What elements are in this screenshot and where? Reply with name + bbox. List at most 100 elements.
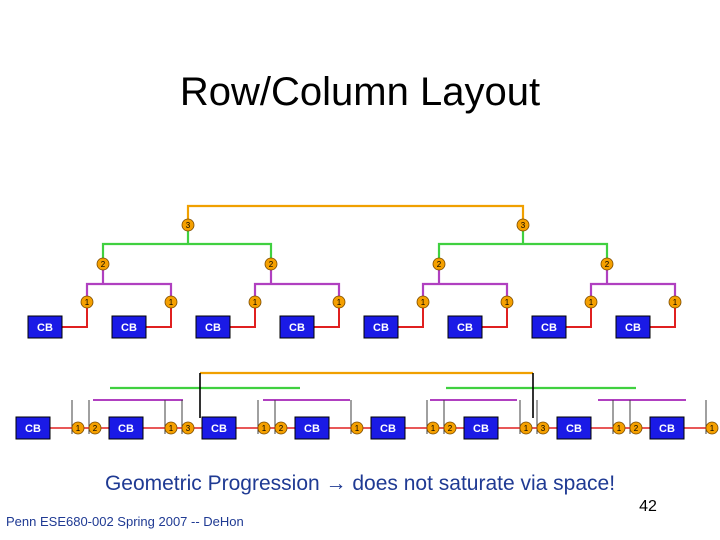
switch-node-circle — [88, 421, 102, 435]
switch-node-circle — [181, 421, 195, 435]
cb-label: CB — [380, 423, 396, 435]
right-arrow-icon: → — [325, 472, 347, 495]
switch-node: 2 — [274, 421, 288, 435]
cb-box — [463, 416, 499, 440]
cb-box — [27, 315, 63, 339]
level1-wire — [253, 282, 341, 296]
switch-node-circle — [332, 295, 346, 309]
switch-node-circle — [71, 421, 85, 435]
leaf-wire — [230, 308, 256, 328]
switch-node-label: 3 — [521, 221, 526, 230]
cb-box — [615, 315, 651, 339]
cb-block: CB — [108, 416, 144, 440]
switch-node-circle — [350, 421, 364, 435]
cb-block: CB — [363, 315, 399, 339]
switch-node: 1 — [416, 295, 430, 309]
switch-node-circle — [164, 421, 178, 435]
switch-node: 2 — [443, 421, 457, 435]
switch-node-circle — [248, 295, 262, 309]
switch-node-label: 1 — [524, 424, 529, 433]
switch-node-label: 1 — [169, 298, 174, 307]
cb-label: CB — [25, 423, 41, 435]
caption-right-text: does not saturate via space! — [352, 472, 616, 495]
cb-label: CB — [211, 423, 227, 435]
switch-node-circle — [274, 421, 288, 435]
switch-node: 3 — [181, 421, 195, 435]
switch-node-label: 1 — [589, 298, 594, 307]
switch-node-label: 1 — [617, 424, 622, 433]
switch-node-label: 3 — [186, 221, 191, 230]
cb-label: CB — [659, 423, 675, 435]
switch-node-label: 1 — [710, 424, 715, 433]
leaf-wire — [482, 308, 508, 328]
switch-node-circle — [164, 295, 178, 309]
cb-block: CB — [463, 416, 499, 440]
cb-box — [195, 315, 231, 339]
caption: Geometric Progression → does not saturat… — [0, 472, 720, 496]
switch-node-circle — [426, 421, 440, 435]
switch-node: 1 — [705, 421, 719, 435]
switch-node-circle — [629, 421, 643, 435]
switch-node-label: 1 — [355, 424, 360, 433]
switch-node-label: 3 — [541, 424, 546, 433]
cb-block: CB — [15, 416, 51, 440]
switch-node-label: 1 — [431, 424, 436, 433]
switch-node-label: 1 — [262, 424, 267, 433]
switch-node: 2 — [432, 257, 446, 271]
leaf-wire — [566, 308, 592, 328]
switch-node-label: 2 — [101, 260, 106, 269]
switch-node-label: 1 — [169, 424, 174, 433]
switch-node-label: 2 — [605, 260, 610, 269]
switch-node-circle — [705, 421, 719, 435]
switch-node: 3 — [516, 218, 530, 232]
level2-wire — [437, 242, 609, 258]
leaf-wire — [650, 308, 676, 328]
level1-wire — [589, 282, 677, 296]
cb-label: CB — [541, 322, 557, 334]
cb-box — [294, 416, 330, 440]
switch-node: 1 — [612, 421, 626, 435]
switch-node-circle — [181, 218, 195, 232]
switch-node: 1 — [519, 421, 533, 435]
level1-wire — [85, 282, 173, 296]
switch-node-label: 1 — [85, 298, 90, 307]
cb-box — [201, 416, 237, 440]
cb-box — [111, 315, 147, 339]
switch-node-label: 2 — [93, 424, 98, 433]
switch-node-circle — [257, 421, 271, 435]
switch-node-circle — [443, 421, 457, 435]
cb-box — [649, 416, 685, 440]
level2-wire — [101, 242, 273, 258]
level1-wire — [421, 282, 509, 296]
cb-label: CB — [205, 322, 221, 334]
cb-box — [531, 315, 567, 339]
cb-box — [556, 416, 592, 440]
switch-node-circle — [80, 295, 94, 309]
switch-node: 1 — [164, 295, 178, 309]
page-number: 42 — [639, 498, 657, 515]
footer-text: Penn ESE680-002 Spring 2007 -- DeHon — [6, 514, 244, 529]
cb-block: CB — [447, 315, 483, 339]
cb-block: CB — [615, 315, 651, 339]
switch-node: 3 — [181, 218, 195, 232]
switch-node-circle — [516, 218, 530, 232]
switch-node-label: 1 — [673, 298, 678, 307]
switch-node-circle — [96, 257, 110, 271]
cb-box — [15, 416, 51, 440]
cb-label: CB — [473, 423, 489, 435]
cb-label: CB — [373, 322, 389, 334]
switch-node: 2 — [629, 421, 643, 435]
switch-node: 2 — [88, 421, 102, 435]
leaf-wire — [62, 308, 88, 328]
cb-block: CB — [294, 416, 330, 440]
switch-node: 1 — [332, 295, 346, 309]
cb-block: CB — [111, 315, 147, 339]
switch-node: 1 — [584, 295, 598, 309]
cb-box — [279, 315, 315, 339]
switch-node-label: 1 — [337, 298, 342, 307]
cb-box — [370, 416, 406, 440]
level3-wire — [186, 204, 525, 219]
switch-node-label: 1 — [505, 298, 510, 307]
cb-label: CB — [118, 423, 134, 435]
